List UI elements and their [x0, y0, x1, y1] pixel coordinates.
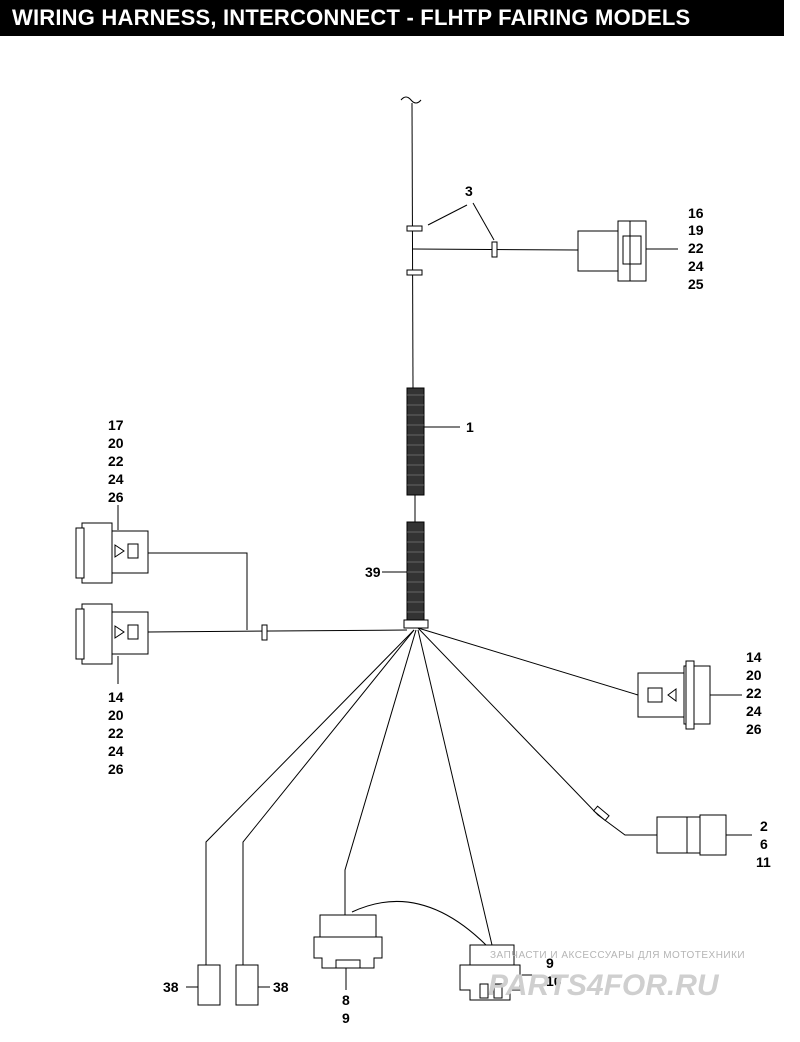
watermark-brand: PARTS4FOR.RU [488, 969, 720, 1002]
connector-left-lower [75, 603, 149, 665]
clip-right-low [593, 805, 610, 822]
callout-label: 14 [746, 649, 762, 665]
clip-lower [406, 269, 423, 276]
wire-right-mid [417, 627, 639, 696]
callout-label: 8 [342, 992, 350, 1008]
callout-label: 10 [546, 973, 562, 989]
leader-3b [472, 202, 495, 241]
page-title: WIRING HARNESS, INTERCONNECT - FLHTP FAI… [0, 0, 784, 36]
conduit-end-clamp [403, 619, 429, 629]
callout-label: 20 [108, 435, 124, 451]
connector-bottom-mid [313, 914, 383, 969]
connector-top-right [577, 220, 647, 282]
callout-label: 22 [108, 453, 124, 469]
callout-label: 26 [108, 489, 124, 505]
clip-branch [491, 241, 498, 258]
callout-label: 2 [760, 818, 768, 834]
callout-group-left-lower: 14 20 22 24 26 [108, 689, 124, 777]
main-trunk-wire [411, 102, 414, 389]
callout-label: 26 [746, 721, 762, 737]
callout-group-bottom-right: 9 10 [546, 955, 562, 989]
wire-9-10 [417, 629, 493, 946]
wire-8-9 [344, 629, 417, 915]
callout-group-right-low: 2 6 11 [756, 818, 771, 870]
wire-right-low [417, 627, 657, 836]
callout-group-bottom-mid: 8 9 [342, 992, 350, 1026]
callout-label: 25 [688, 276, 704, 292]
callout-label: 11 [756, 854, 771, 870]
callout-label: 17 [108, 417, 124, 433]
callout-label: 20 [108, 707, 124, 723]
clip-upper [406, 225, 423, 232]
callout-label: 24 [746, 703, 762, 719]
callout-label: 9 [546, 955, 554, 971]
callout-label: 24 [688, 258, 704, 274]
wire-38-right [242, 629, 415, 965]
callout-39: 39 [365, 564, 381, 580]
connector-right-mid [637, 660, 711, 730]
callout-1: 1 [466, 419, 474, 435]
callout-label: 16 [688, 205, 704, 221]
trunk-break-mark [400, 96, 422, 104]
callout-label: 20 [746, 667, 762, 683]
watermark-tagline: ЗАПЧАСТИ И АКСЕССУАРЫ ДЛЯ МОТОТЕХНИКИ [490, 950, 745, 961]
clip-left-wire [261, 624, 268, 641]
connector-bottom-right [459, 944, 521, 1001]
callout-3: 3 [465, 183, 473, 199]
callout-label: 9 [342, 1010, 350, 1026]
callout-label: 14 [108, 689, 124, 705]
callout-38-right: 38 [273, 979, 289, 995]
callout-label: 24 [108, 743, 124, 759]
callout-label: 19 [688, 222, 704, 238]
wire-38-left [205, 629, 415, 965]
callout-group-right-mid: 14 20 22 24 26 [746, 649, 762, 737]
callout-label: 22 [746, 685, 762, 701]
connector-38-left [197, 964, 221, 1006]
connector-right-low [656, 814, 727, 856]
conduit-1 [406, 387, 425, 496]
wire-left-lower [147, 629, 408, 633]
leader-3a [427, 204, 468, 226]
connector-38-right [235, 964, 259, 1006]
wire-left-upper [148, 552, 248, 630]
callout-group-left-upper: 17 20 22 24 26 [108, 417, 124, 505]
wire-bottom-jumper [351, 900, 487, 946]
callout-label: 22 [688, 240, 704, 256]
callout-label: 26 [108, 761, 124, 777]
callout-group-top-right: 16 19 22 24 25 [688, 205, 704, 292]
callout-label: 6 [760, 836, 768, 852]
connector-left-upper [75, 522, 149, 584]
callout-label: 22 [108, 725, 124, 741]
callout-label: 24 [108, 471, 124, 487]
callout-38-left: 38 [163, 979, 179, 995]
